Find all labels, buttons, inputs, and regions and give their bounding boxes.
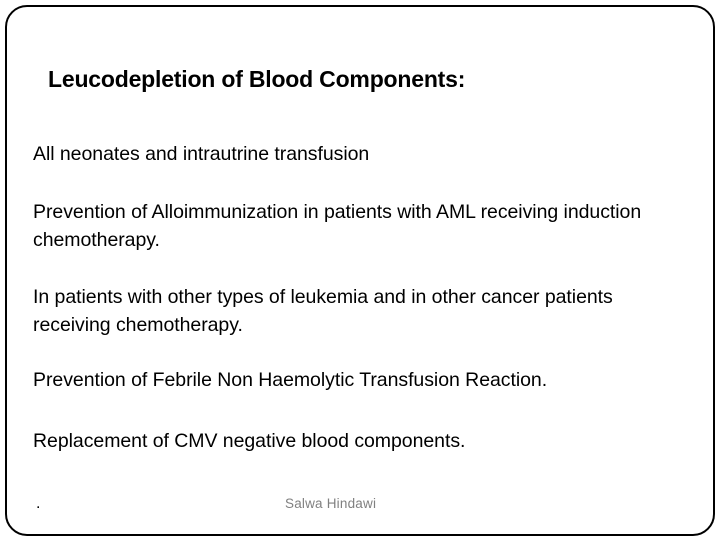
- body-paragraph-cmv-negative: Replacement of CMV negative blood compon…: [33, 430, 466, 452]
- body-paragraph-neonates: All neonates and intrautrine transfusion: [33, 143, 370, 165]
- page-title: Leucodepletion of Blood Components:: [48, 66, 466, 92]
- footer-marker: .: [36, 495, 41, 512]
- footer-author-credit: Salwa Hindawi: [285, 496, 377, 511]
- body-paragraph-alloimmunization: Prevention of Alloimmunization in patien…: [33, 201, 642, 251]
- body-paragraph-leukemia: In patients with other types of leukemia…: [33, 286, 613, 336]
- body-paragraph-febrile-reaction: Prevention of Febrile Non Haemolytic Tra…: [33, 369, 548, 391]
